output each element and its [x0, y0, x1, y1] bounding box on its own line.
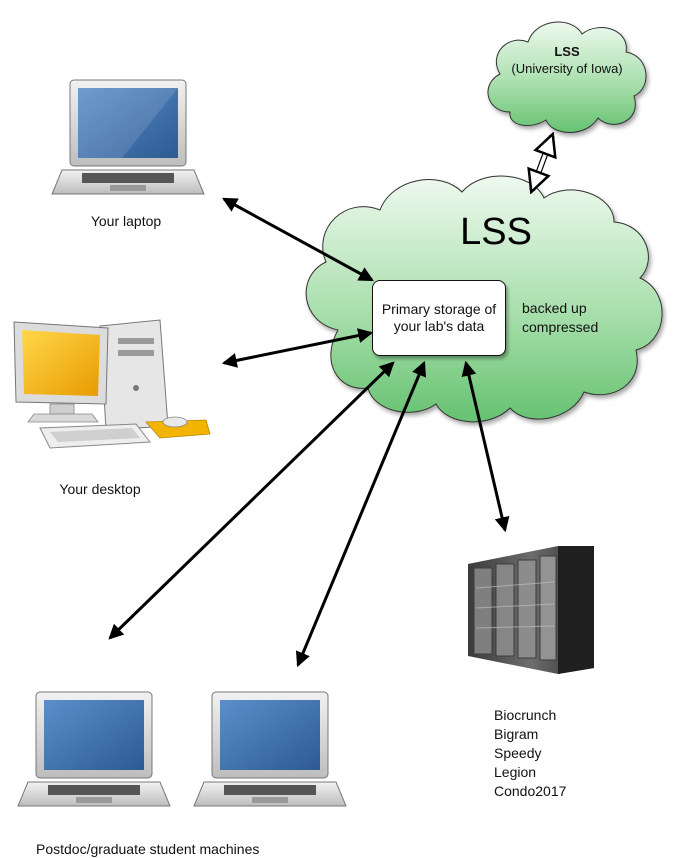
backup-note: backed up compressed — [522, 299, 598, 337]
arrow-student2-storage — [295, 360, 427, 668]
laptop-icon — [51, 79, 205, 195]
student-laptop-1-icon — [17, 691, 171, 807]
remote-cloud-icon — [487, 21, 647, 133]
backup-note-line-2: compressed — [522, 319, 599, 335]
server-name-list: Biocrunch Bigram Speedy Legion Condo2017 — [494, 706, 566, 801]
main-cloud-title: LSS — [460, 211, 532, 253]
arrow-servers-storage — [461, 360, 510, 533]
primary-storage-label: Primary storage of your lab's data — [381, 301, 497, 334]
server-name: Legion — [494, 764, 537, 780]
student-laptop-2-icon — [193, 691, 347, 807]
laptop-label: Your laptop — [90, 213, 162, 229]
server-rack-icon — [468, 546, 594, 674]
server-name: Speedy — [494, 745, 542, 761]
student-machines-label: Postdoc/graduate student machines — [36, 841, 260, 857]
remote-cloud-subtitle: (University of Iowa) — [511, 61, 623, 76]
arrow-cloud-sync — [532, 136, 552, 190]
desktop-computer-icon — [13, 319, 211, 449]
remote-cloud-title: LSS — [554, 44, 580, 59]
backup-note-line-1: backed up — [522, 300, 587, 316]
connection-arrows — [108, 197, 510, 668]
primary-storage-box: Primary storage of your lab's data — [372, 280, 506, 356]
server-name: Condo2017 — [494, 783, 567, 799]
arrow-laptop-storage — [222, 197, 374, 282]
arrow-desktop-storage — [221, 328, 374, 368]
server-name: Biocrunch — [494, 707, 557, 723]
desktop-label: Your desktop — [59, 481, 141, 497]
server-name: Bigram — [494, 726, 539, 742]
